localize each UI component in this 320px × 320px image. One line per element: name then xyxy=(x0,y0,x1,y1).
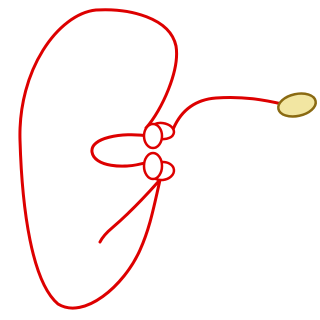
knot-left-loop xyxy=(92,135,150,166)
rope-end xyxy=(276,90,318,119)
rope-tail-outer xyxy=(172,97,282,132)
coil-bottom-front xyxy=(144,153,162,179)
coil-top-front xyxy=(144,124,162,148)
knot-coils xyxy=(144,121,175,181)
rope-tail-inner xyxy=(100,182,158,242)
